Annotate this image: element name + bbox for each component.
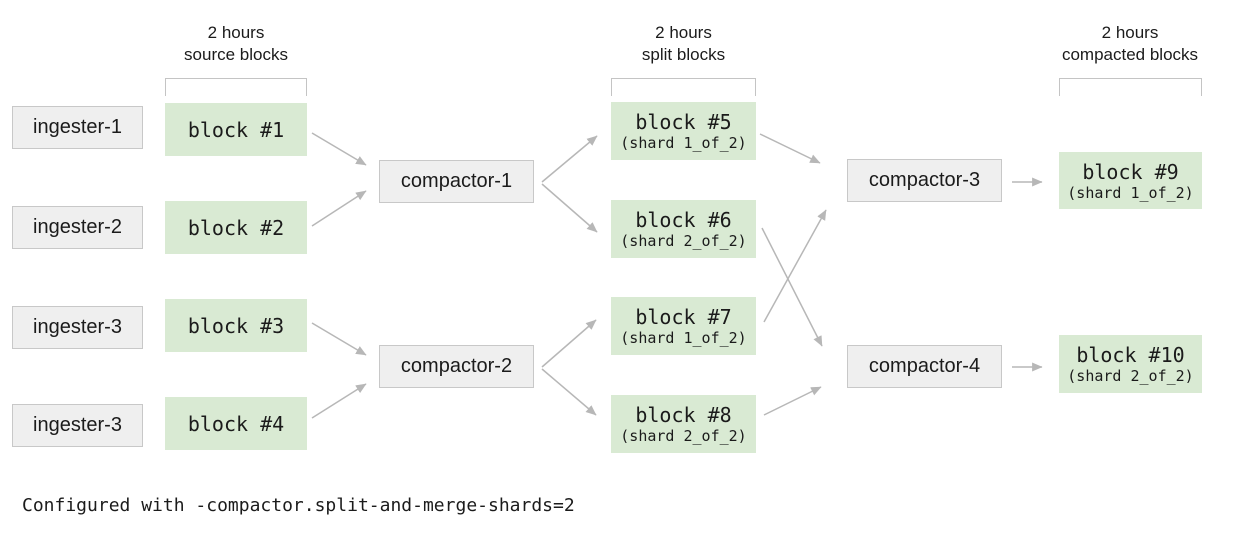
node-compactor-4: compactor-4 [847,345,1002,388]
block-8-label: block #8 [635,403,732,427]
node-ingester-1: ingester-1 [12,106,143,149]
node-compactor-2: compactor-2 [379,345,534,388]
node-ingester-3b-label: ingester-3 [33,414,122,436]
node-compactor-3-label: compactor-3 [868,169,981,191]
arrow-block6-to-compactor4 [761,227,823,347]
block-10: block #10 (shard 2_of_2) [1059,335,1202,393]
arrow-block8-to-compactor4 [763,386,822,416]
bracket-compacted-blocks [1059,78,1202,96]
bracket-split-blocks [611,78,756,96]
block-6-shard: (shard 2_of_2) [620,232,747,250]
node-compactor-3: compactor-3 [847,159,1002,202]
arrow-block4-to-compactor2 [311,383,367,419]
header-split-blocks-kind: split blocks [641,45,726,64]
block-8-shard: (shard 2_of_2) [620,427,747,445]
block-7-shard: (shard 1_of_2) [620,329,747,347]
block-5: block #5 (shard 1_of_2) [611,102,756,160]
block-10-shard: (shard 2_of_2) [1067,367,1194,385]
block-2: block #2 [165,201,307,254]
header-source-blocks-duration: 2 hours [207,23,265,42]
block-3-label: block #3 [187,313,285,338]
block-6: block #6 (shard 2_of_2) [611,200,756,258]
header-compacted-blocks: 2 hours compacted blocks [1057,22,1203,66]
node-ingester-2: ingester-2 [12,206,143,249]
block-5-shard: (shard 1_of_2) [620,134,747,152]
node-ingester-3: ingester-3 [12,306,143,349]
header-compacted-blocks-duration: 2 hours [1101,23,1159,42]
arrow-block2-to-compactor1 [311,190,367,227]
block-6-label: block #6 [635,208,732,232]
block-3: block #3 [165,299,307,352]
block-4: block #4 [165,397,307,450]
arrow-compactor2-to-block8 [541,368,597,416]
block-8: block #8 (shard 2_of_2) [611,395,756,453]
node-compactor-4-label: compactor-4 [868,355,981,377]
header-split-blocks-duration: 2 hours [655,23,712,42]
block-5-label: block #5 [635,110,732,134]
node-ingester-1-label: ingester-1 [33,116,122,138]
block-1-label: block #1 [187,117,285,142]
header-compacted-blocks-kind: compacted blocks [1061,45,1199,64]
node-compactor-2-label: compactor-2 [400,355,513,377]
config-note: Configured with -compactor.split-and-mer… [22,495,575,516]
block-9-label: block #9 [1082,159,1179,184]
node-ingester-3-label: ingester-3 [33,316,122,338]
node-compactor-1: compactor-1 [379,160,534,203]
block-10-label: block #10 [1076,343,1185,367]
arrow-block5-to-compactor3 [759,133,821,164]
block-2-label: block #2 [187,215,285,240]
block-9: block #9 (shard 1_of_2) [1059,152,1202,209]
arrow-block1-to-compactor1 [311,132,367,166]
node-compactor-1-label: compactor-1 [400,170,513,192]
header-source-blocks-kind: source blocks [184,45,288,64]
block-7: block #7 (shard 1_of_2) [611,297,756,355]
block-7-label: block #7 [635,305,732,329]
arrow-compactor1-to-block6 [541,183,598,233]
node-ingester-3b: ingester-3 [12,404,143,447]
arrow-compactor1-to-block5 [541,135,598,183]
arrow-compactor2-to-block7 [541,319,597,368]
bracket-source-blocks [165,78,307,96]
arrow-block3-to-compactor2 [311,322,367,356]
block-9-shard: (shard 1_of_2) [1067,183,1194,202]
header-split-blocks: 2 hours split blocks [611,22,756,66]
arrow-block7-to-compactor3 [763,209,827,323]
block-1: block #1 [165,103,307,156]
header-source-blocks: 2 hours source blocks [165,22,307,66]
block-4-label: block #4 [187,411,285,436]
node-ingester-2-label: ingester-2 [33,216,122,238]
